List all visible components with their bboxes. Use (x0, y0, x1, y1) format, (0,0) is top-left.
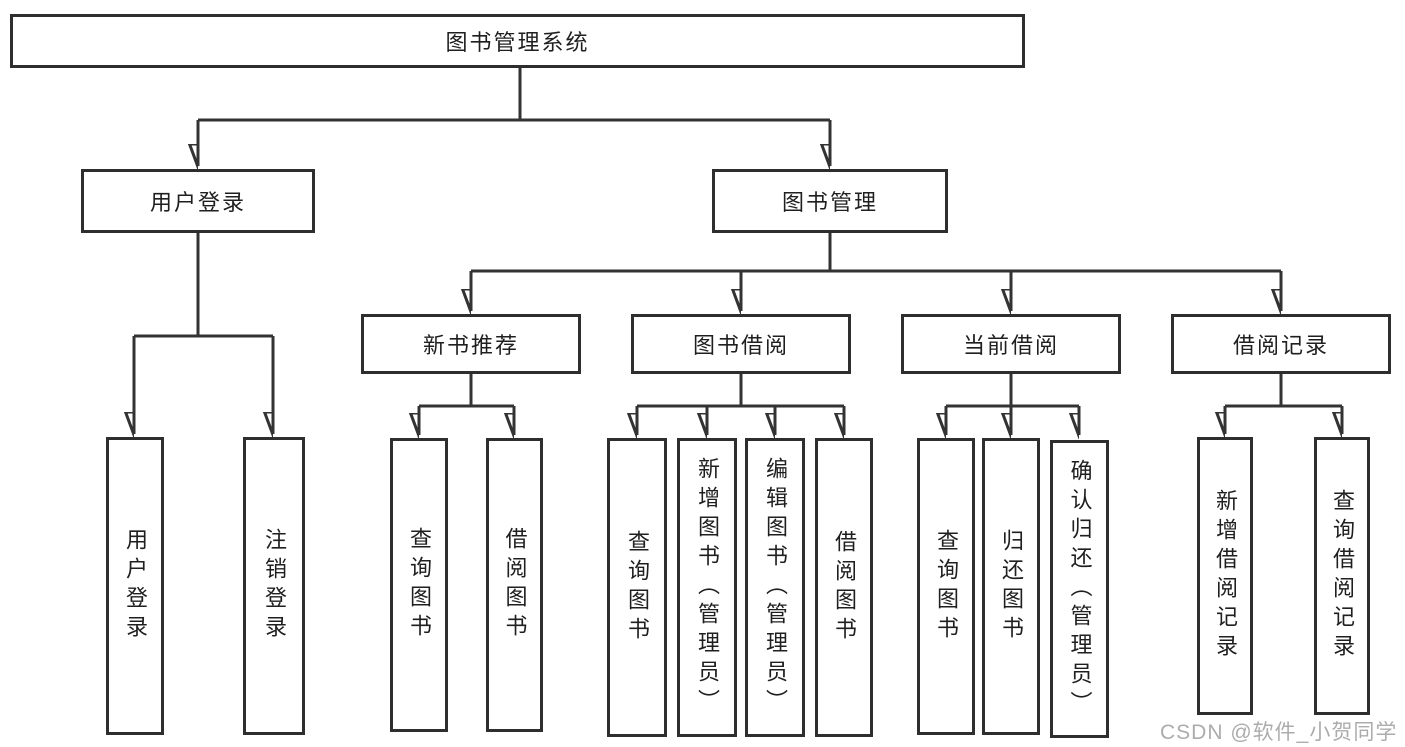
node-user-login-leaf: 用户登录 (106, 437, 164, 735)
node-label: 借阅图书 (502, 527, 528, 643)
node-label: 查询图书 (407, 527, 432, 643)
node-label: 借阅记录 (1232, 333, 1329, 358)
node-label: 用户登录 (123, 528, 148, 644)
node-book-borrowing: 图书借阅 (631, 314, 851, 374)
node-label: 新增图书（管理员） (695, 457, 720, 718)
node-borrow-books-leaf: 借阅图书 (815, 438, 873, 737)
node-current-borrowing: 当前借阅 (901, 314, 1121, 374)
trunk-lines (134, 67, 1342, 408)
node-add-borrow-record: 新增借阅记录 (1197, 437, 1253, 715)
node-confirm-return-admin: 确认归还（管理员） (1050, 440, 1109, 738)
node-edit-books-admin: 编辑图书（管理员） (745, 438, 805, 737)
node-label: 注销登录 (262, 528, 287, 644)
node-label: 查询图书 (934, 528, 959, 645)
node-user-login: 用户登录 (81, 169, 315, 233)
node-query-books-recommend: 查询图书 (390, 438, 448, 732)
node-borrowing-records: 借阅记录 (1171, 314, 1391, 374)
node-label: 当前借阅 (962, 333, 1059, 358)
node-query-books-borrow: 查询图书 (607, 438, 667, 737)
node-label: 图书管理 (781, 190, 878, 215)
node-book-management: 图书管理 (712, 169, 948, 233)
node-label: 新增借阅记录 (1213, 489, 1238, 663)
node-library-system: 图书管理系统 (10, 14, 1025, 68)
node-label: 借阅图书 (832, 529, 857, 646)
node-query-books-current: 查询图书 (917, 438, 975, 735)
node-label: 编辑图书（管理员） (763, 457, 788, 718)
node-label: 图书借阅 (692, 333, 789, 358)
node-label: 用户登录 (149, 190, 246, 215)
node-label: 归还图书 (999, 528, 1024, 645)
node-query-borrow-record: 查询借阅记录 (1314, 437, 1370, 715)
node-borrow-books-recommend: 借阅图书 (486, 438, 543, 732)
node-label: 查询借阅记录 (1330, 489, 1355, 663)
node-add-books-admin: 新增图书（管理员） (677, 438, 737, 737)
node-label: 查询图书 (625, 529, 650, 646)
node-return-books: 归还图书 (982, 438, 1040, 735)
node-label: 新书推荐 (422, 333, 519, 358)
node-new-book-recommendation: 新书推荐 (361, 314, 581, 374)
node-label: 确认归还（管理员） (1067, 458, 1093, 720)
csdn-watermark: CSDN @软件_小贺同学 (1160, 721, 1398, 744)
node-label: 图书管理系统 (445, 30, 590, 55)
node-logout-login: 注销登录 (243, 437, 305, 735)
